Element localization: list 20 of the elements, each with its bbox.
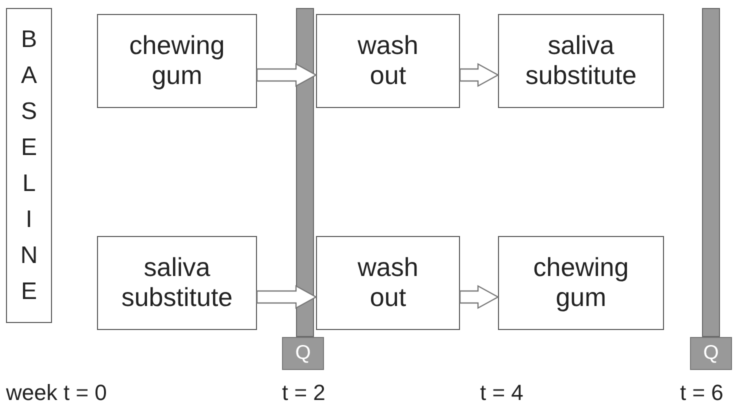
hollow-arrow — [459, 284, 500, 310]
timeline-bar — [296, 8, 314, 337]
phase-box: saliva substitute — [498, 14, 664, 108]
phase-box: saliva substitute — [97, 236, 257, 330]
baseline-text: BASELINE — [20, 24, 38, 306]
timeline-bar — [702, 8, 720, 337]
baseline-box — [6, 8, 52, 323]
questionnaire-box: Q — [282, 337, 324, 370]
phase-box: wash out — [316, 236, 460, 330]
time-label: t = 2 — [282, 380, 326, 406]
phase-box: chewing gum — [97, 14, 257, 108]
hollow-arrow — [256, 284, 318, 310]
phase-box: chewing gum — [498, 236, 664, 330]
time-label: t = 6 — [680, 380, 724, 406]
hollow-arrow — [256, 62, 318, 88]
questionnaire-box: Q — [690, 337, 732, 370]
phase-box: wash out — [316, 14, 460, 108]
time-label: t = 4 — [480, 380, 524, 406]
hollow-arrow — [459, 62, 500, 88]
time-label: week t = 0 — [6, 380, 107, 406]
